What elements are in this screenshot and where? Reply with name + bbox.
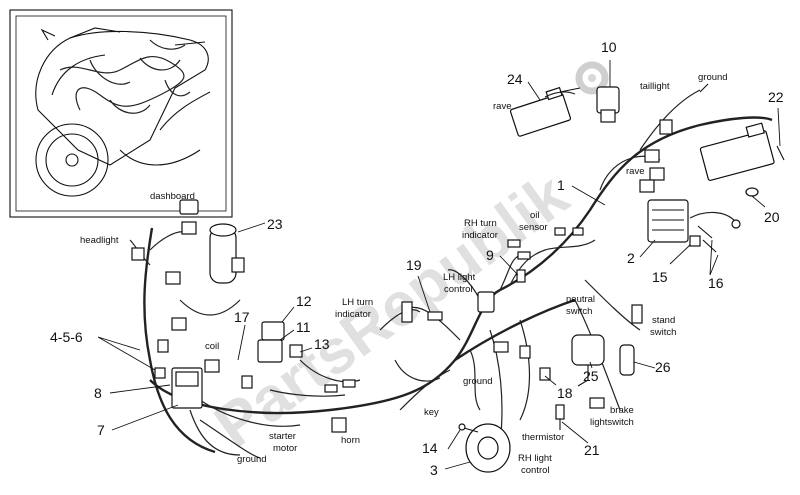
- callout-26: 26: [655, 359, 671, 375]
- label-oil-1: oil: [530, 210, 540, 221]
- label-stand-2: switch: [650, 327, 676, 338]
- callout-22: 22: [768, 89, 784, 105]
- label-rh-light-1: RH light: [518, 453, 552, 464]
- label-ground-mid: ground: [463, 376, 493, 387]
- callout-18: 18: [557, 385, 573, 401]
- label-neutral-2: switch: [566, 306, 592, 317]
- label-rh-light-2: control: [521, 465, 550, 476]
- callout-15: 15: [652, 269, 668, 285]
- callout-13: 13: [314, 336, 330, 352]
- label-starter-1: starter: [269, 431, 296, 442]
- callout-24: 24: [507, 71, 523, 87]
- label-ground-bottom: ground: [237, 454, 267, 465]
- callout-17: 17: [234, 309, 250, 325]
- label-neutral-1: neutral: [566, 294, 595, 305]
- callout-2: 2: [627, 250, 635, 266]
- text-labels: dashboard headlight coil LH turn indicat…: [80, 72, 728, 476]
- callout-1: 1: [557, 177, 565, 193]
- label-brake-1: brake: [610, 405, 634, 416]
- callout-21: 21: [584, 442, 600, 458]
- callout-19: 19: [406, 257, 422, 273]
- label-ground-top: ground: [698, 72, 728, 83]
- label-key: key: [424, 407, 439, 418]
- label-rh-turn-2: indicator: [462, 230, 498, 241]
- gear-icon: [575, 61, 609, 95]
- callout-25: 25: [583, 368, 599, 384]
- leader-lines: [97, 60, 781, 470]
- callout-numbers: 1 2 3 4-5-6 7 8 9 10 11 12 13 14 15 16 1…: [50, 39, 784, 478]
- callout-23: 23: [267, 216, 283, 232]
- callout-9: 9: [486, 247, 494, 263]
- callout-4-5-6: 4-5-6: [50, 329, 83, 345]
- label-lh-light-2: control: [444, 284, 473, 295]
- label-horn: horn: [341, 435, 360, 446]
- label-coil: coil: [205, 341, 219, 352]
- callout-7: 7: [97, 422, 105, 438]
- callout-3: 3: [430, 462, 438, 478]
- label-stand-1: stand: [652, 315, 675, 326]
- callout-8: 8: [94, 385, 102, 401]
- motorcycle-inset: [9, 9, 233, 218]
- callout-12: 12: [296, 293, 312, 309]
- label-headlight: headlight: [80, 235, 119, 246]
- label-rave-right: rave: [626, 166, 644, 177]
- watermark-text: PartsRepublik: [203, 160, 581, 461]
- label-thermistor: thermistor: [522, 432, 564, 443]
- label-oil-2: sensor: [519, 222, 548, 233]
- components: [131, 83, 785, 473]
- callout-11: 11: [296, 319, 311, 335]
- callout-20: 20: [764, 209, 780, 225]
- label-lh-turn-1: LH turn: [342, 297, 373, 308]
- label-lh-turn-2: indicator: [335, 309, 371, 320]
- callout-14: 14: [422, 440, 438, 456]
- label-rave-top: rave: [493, 101, 511, 112]
- label-rh-turn-1: RH turn: [464, 218, 497, 229]
- label-starter-2: motor: [273, 443, 297, 454]
- callout-16: 16: [708, 275, 724, 291]
- callout-10: 10: [601, 39, 617, 55]
- label-taillight: taillight: [640, 81, 670, 92]
- label-brake-2: lightswitch: [590, 417, 634, 428]
- label-dashboard: dashboard: [150, 191, 195, 202]
- label-lh-light-1: LH light: [443, 272, 476, 283]
